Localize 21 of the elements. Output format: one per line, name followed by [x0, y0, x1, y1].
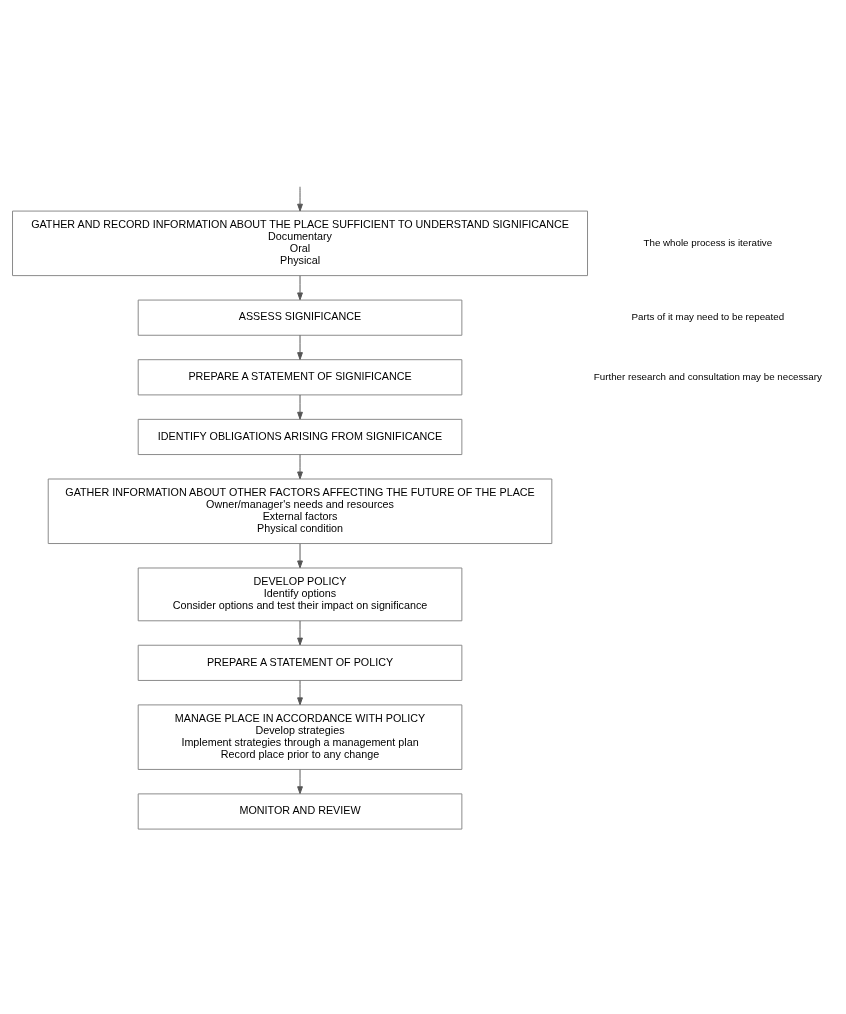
node-box: IDENTIFY OBLIGATIONS ARISING FROM SIGNIFICANCE	[137, 418, 463, 455]
label: The whole process is iterative	[643, 236, 773, 248]
arrow	[297, 274, 303, 300]
node-box: ASSESS SIGNIFICANCE	[137, 299, 463, 336]
node-box: DEVELOP POLICY Identify options Consider options and test their impact on significance	[137, 567, 463, 621]
node-box: PREPARE A STATEMENT OF SIGNIFICANCE	[137, 358, 463, 395]
node-box: MANAGE PLACE IN ACCORDANCE WITH POLICY Develop strategies Implement strategies through a management plan Record place prior to any change	[137, 703, 463, 770]
arrow	[297, 679, 303, 705]
label: Further research and consultation may be necessary	[593, 370, 822, 382]
arrow	[297, 185, 303, 212]
arrow	[297, 394, 303, 420]
arrow	[297, 334, 303, 360]
node-box: PREPARE A STATEMENT OF POLICY	[137, 644, 463, 681]
arrow	[297, 453, 303, 479]
node-box: GATHER AND RECORD INFORMATION ABOUT THE PLACE SUFFICIENT TO UNDERSTAND SIGNIFICANCE Documentary Oral Physical	[12, 210, 588, 276]
node-box: GATHER INFORMATION ABOUT OTHER FACTORS AFFECTING THE FUTURE OF THE PLACE Owner/manager's needs and resources External factors Physical condition	[47, 478, 553, 544]
node-box: MONITOR AND REVIEW	[137, 792, 463, 830]
arrow	[297, 619, 303, 645]
arrow	[297, 768, 303, 794]
label: Parts of it may need to be repeated	[631, 310, 785, 322]
arrow	[297, 542, 303, 568]
